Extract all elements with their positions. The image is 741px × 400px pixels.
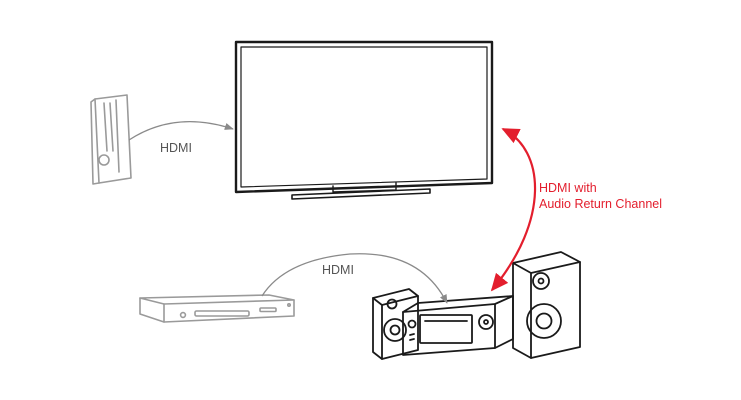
player-hdmi-label: HDMI bbox=[322, 263, 354, 277]
arc-label-line-2: Audio Return Channel bbox=[539, 197, 662, 211]
blu-ray-player-icon bbox=[139, 294, 295, 323]
television-icon bbox=[234, 40, 494, 200]
game-console-icon bbox=[90, 94, 132, 185]
speaker-left-icon bbox=[372, 288, 419, 360]
av-receiver-icon bbox=[402, 295, 514, 356]
arc-label-line-1: HDMI with bbox=[539, 181, 597, 195]
console-hdmi-label: HDMI bbox=[160, 141, 192, 155]
hdmi-connector-console bbox=[128, 121, 234, 141]
hdmi-connector-player bbox=[261, 253, 448, 304]
hdmi-arc-connector bbox=[490, 128, 537, 292]
speaker-right-icon bbox=[512, 251, 581, 359]
